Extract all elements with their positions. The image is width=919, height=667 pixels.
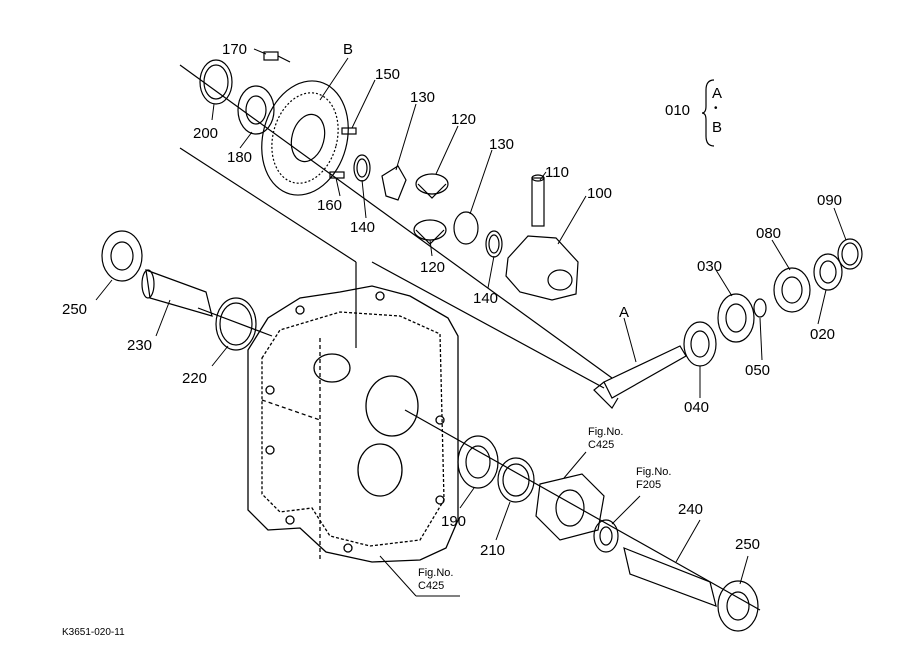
part-label-240: 240 (678, 501, 704, 518)
part-label-030: 030 (697, 258, 723, 275)
pinion-shaft-A (593, 345, 687, 409)
fig-ref-f205: Fig.No. F205 (636, 466, 671, 491)
part-label-120a: 120 (451, 111, 477, 128)
part-label-210: 210 (480, 542, 506, 559)
legend-dot: • (714, 103, 718, 114)
shaft-110 (531, 174, 545, 227)
part-label-170: 170 (222, 41, 248, 58)
ring-gear (261, 80, 349, 196)
part-label-020: 020 (810, 326, 836, 343)
part-label-160: 160 (317, 197, 343, 214)
part-label-130a: 130 (410, 89, 436, 106)
pinion-120a (415, 173, 449, 199)
part-label-140b: 140 (473, 290, 499, 307)
bearing-020 (813, 253, 843, 291)
fig-ref-c425-lower-line2: C425 (418, 579, 445, 592)
part-label-230: 230 (127, 337, 153, 354)
bearing-180 (237, 85, 275, 135)
part-label-050: 050 (745, 362, 771, 379)
legend-B: B (712, 119, 723, 136)
diff-case-100 (505, 235, 579, 301)
fig-ref-c425-upper-line1: Fig.No. (588, 426, 624, 438)
seal-210 (497, 457, 535, 503)
gear-080 (773, 267, 811, 313)
bearing-190 (457, 435, 499, 489)
part-label-130b: 130 (489, 136, 515, 153)
part-label-250b: 250 (735, 536, 761, 553)
drawing-code: K3651-020-11 (62, 627, 125, 638)
legend-brace (702, 79, 715, 147)
bolt-170 (263, 51, 291, 63)
fig-ref-c425-lower-line1: Fig.No. (418, 567, 454, 579)
part-label-A: A (619, 304, 630, 321)
snap-ring-220 (215, 297, 257, 351)
washer-050 (753, 298, 767, 318)
seal-090 (837, 238, 863, 270)
part-label-B-top: B (343, 41, 354, 58)
part-label-200: 200 (193, 125, 219, 142)
pins-150-160 (329, 127, 357, 179)
part-label-150: 150 (375, 66, 401, 83)
transmission-case (247, 285, 459, 563)
fig-ref-f205-line2: F205 (636, 478, 662, 491)
part-label-140a: 140 (350, 219, 376, 236)
bearing-040 (683, 321, 717, 367)
legend-number-010: 010 (665, 102, 691, 119)
fig-ref-f205-line1: Fig.No. (636, 466, 672, 478)
part-label-190: 190 (441, 513, 467, 530)
cover-c425 (535, 473, 605, 541)
part-label-110: 110 (545, 164, 569, 181)
part-label-090: 090 (817, 192, 843, 209)
bearing-030 (717, 293, 755, 343)
bearing-250a (101, 230, 143, 282)
seal-200 (199, 59, 233, 105)
bearing-250b (717, 580, 759, 632)
washer-140a (353, 154, 371, 182)
legend-A: A (712, 85, 723, 102)
part-label-180: 180 (227, 149, 253, 166)
side-gear-130a (381, 165, 407, 201)
part-label-040: 040 (684, 399, 710, 416)
fig-ref-c425-upper: Fig.No. C425 (588, 426, 623, 451)
part-label-080: 080 (756, 225, 782, 242)
part-label-100: 100 (587, 185, 613, 202)
washer-140b (485, 230, 503, 258)
axle-240 (623, 547, 717, 607)
part-label-250a: 250 (62, 301, 88, 318)
side-gear-130b (453, 211, 479, 245)
axle-230 (141, 269, 213, 317)
part-label-220: 220 (182, 370, 208, 387)
part-label-120b: 120 (420, 259, 446, 276)
fig-ref-c425-lower: Fig.No. C425 (418, 567, 453, 592)
collar-f205 (593, 519, 619, 553)
fig-ref-c425-upper-line2: C425 (588, 438, 615, 451)
leader-lines (95, 48, 847, 597)
